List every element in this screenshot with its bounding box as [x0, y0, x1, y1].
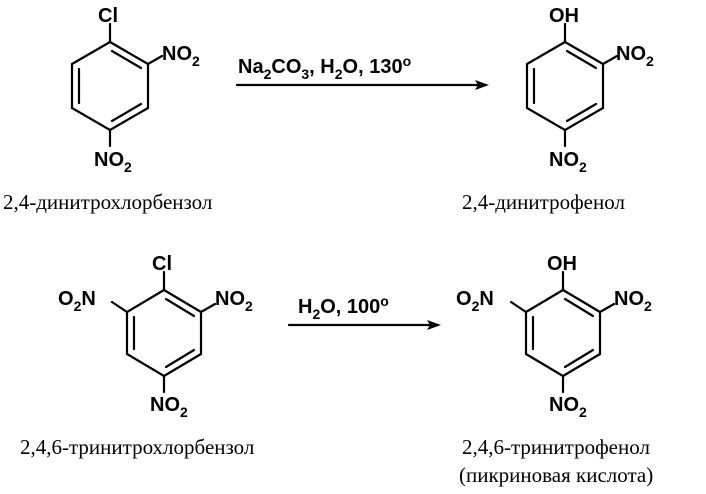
product1-caption: 2,4-динитрофенол — [462, 190, 625, 214]
substituent-bond-right — [199, 302, 217, 314]
chloro-group: Cl — [98, 5, 118, 27]
picric-acid-structure: OH NO2 O2N NO2 — [456, 253, 652, 420]
benzene-ring — [524, 288, 602, 378]
substituent-bond-right — [598, 302, 616, 314]
chloro-group: Cl — [152, 253, 172, 275]
nitro-group-right: NO2 — [616, 43, 654, 69]
nitro-group-left: O2N — [58, 288, 96, 314]
nitro-group-bottom: NO2 — [549, 149, 587, 175]
substituent-bond-left — [509, 300, 528, 314]
substituent-bond-right — [146, 54, 164, 66]
benzene-ring — [125, 288, 203, 378]
benzene-ring — [525, 40, 605, 132]
reaction2-conditions: H2O, 100o — [298, 293, 389, 322]
hydroxyl-group: OH — [547, 253, 577, 275]
product2-common-name: (пикриновая кислота) — [459, 463, 653, 487]
substituent-bond-left — [110, 300, 129, 314]
nitro-group-bottom: NO2 — [549, 394, 587, 420]
nitro-group-right: NO2 — [215, 288, 253, 314]
dinitrochlorobenzene-structure: Cl NO2 NO2 — [70, 5, 200, 175]
hydroxyl-group: OH — [549, 5, 579, 27]
substituent-bond-right — [601, 54, 619, 66]
nitro-group-right: NO2 — [614, 288, 652, 314]
nitro-group-left: O2N — [456, 288, 494, 314]
nitro-group-right: NO2 — [162, 43, 200, 69]
dinitrophenol-structure: OH NO2 NO2 — [525, 5, 654, 175]
nitro-group-bottom: NO2 — [94, 149, 132, 175]
reaction1-arrow — [235, 80, 489, 90]
reactant2-caption: 2,4,6-тринитрохлорбензол — [20, 435, 254, 459]
reaction1-conditions: Na2CO3, H2O, 130o — [238, 53, 411, 82]
product2-caption: 2,4,6-тринитрофенол — [462, 435, 650, 459]
reactant1-caption: 2,4-динитрохлорбензол — [3, 190, 212, 214]
benzene-ring — [70, 40, 150, 132]
reaction2-arrow — [287, 320, 441, 330]
nitro-group-bottom: NO2 — [150, 394, 188, 420]
trinitrochlorobenzene-structure: Cl NO2 O2N NO2 — [58, 253, 253, 420]
